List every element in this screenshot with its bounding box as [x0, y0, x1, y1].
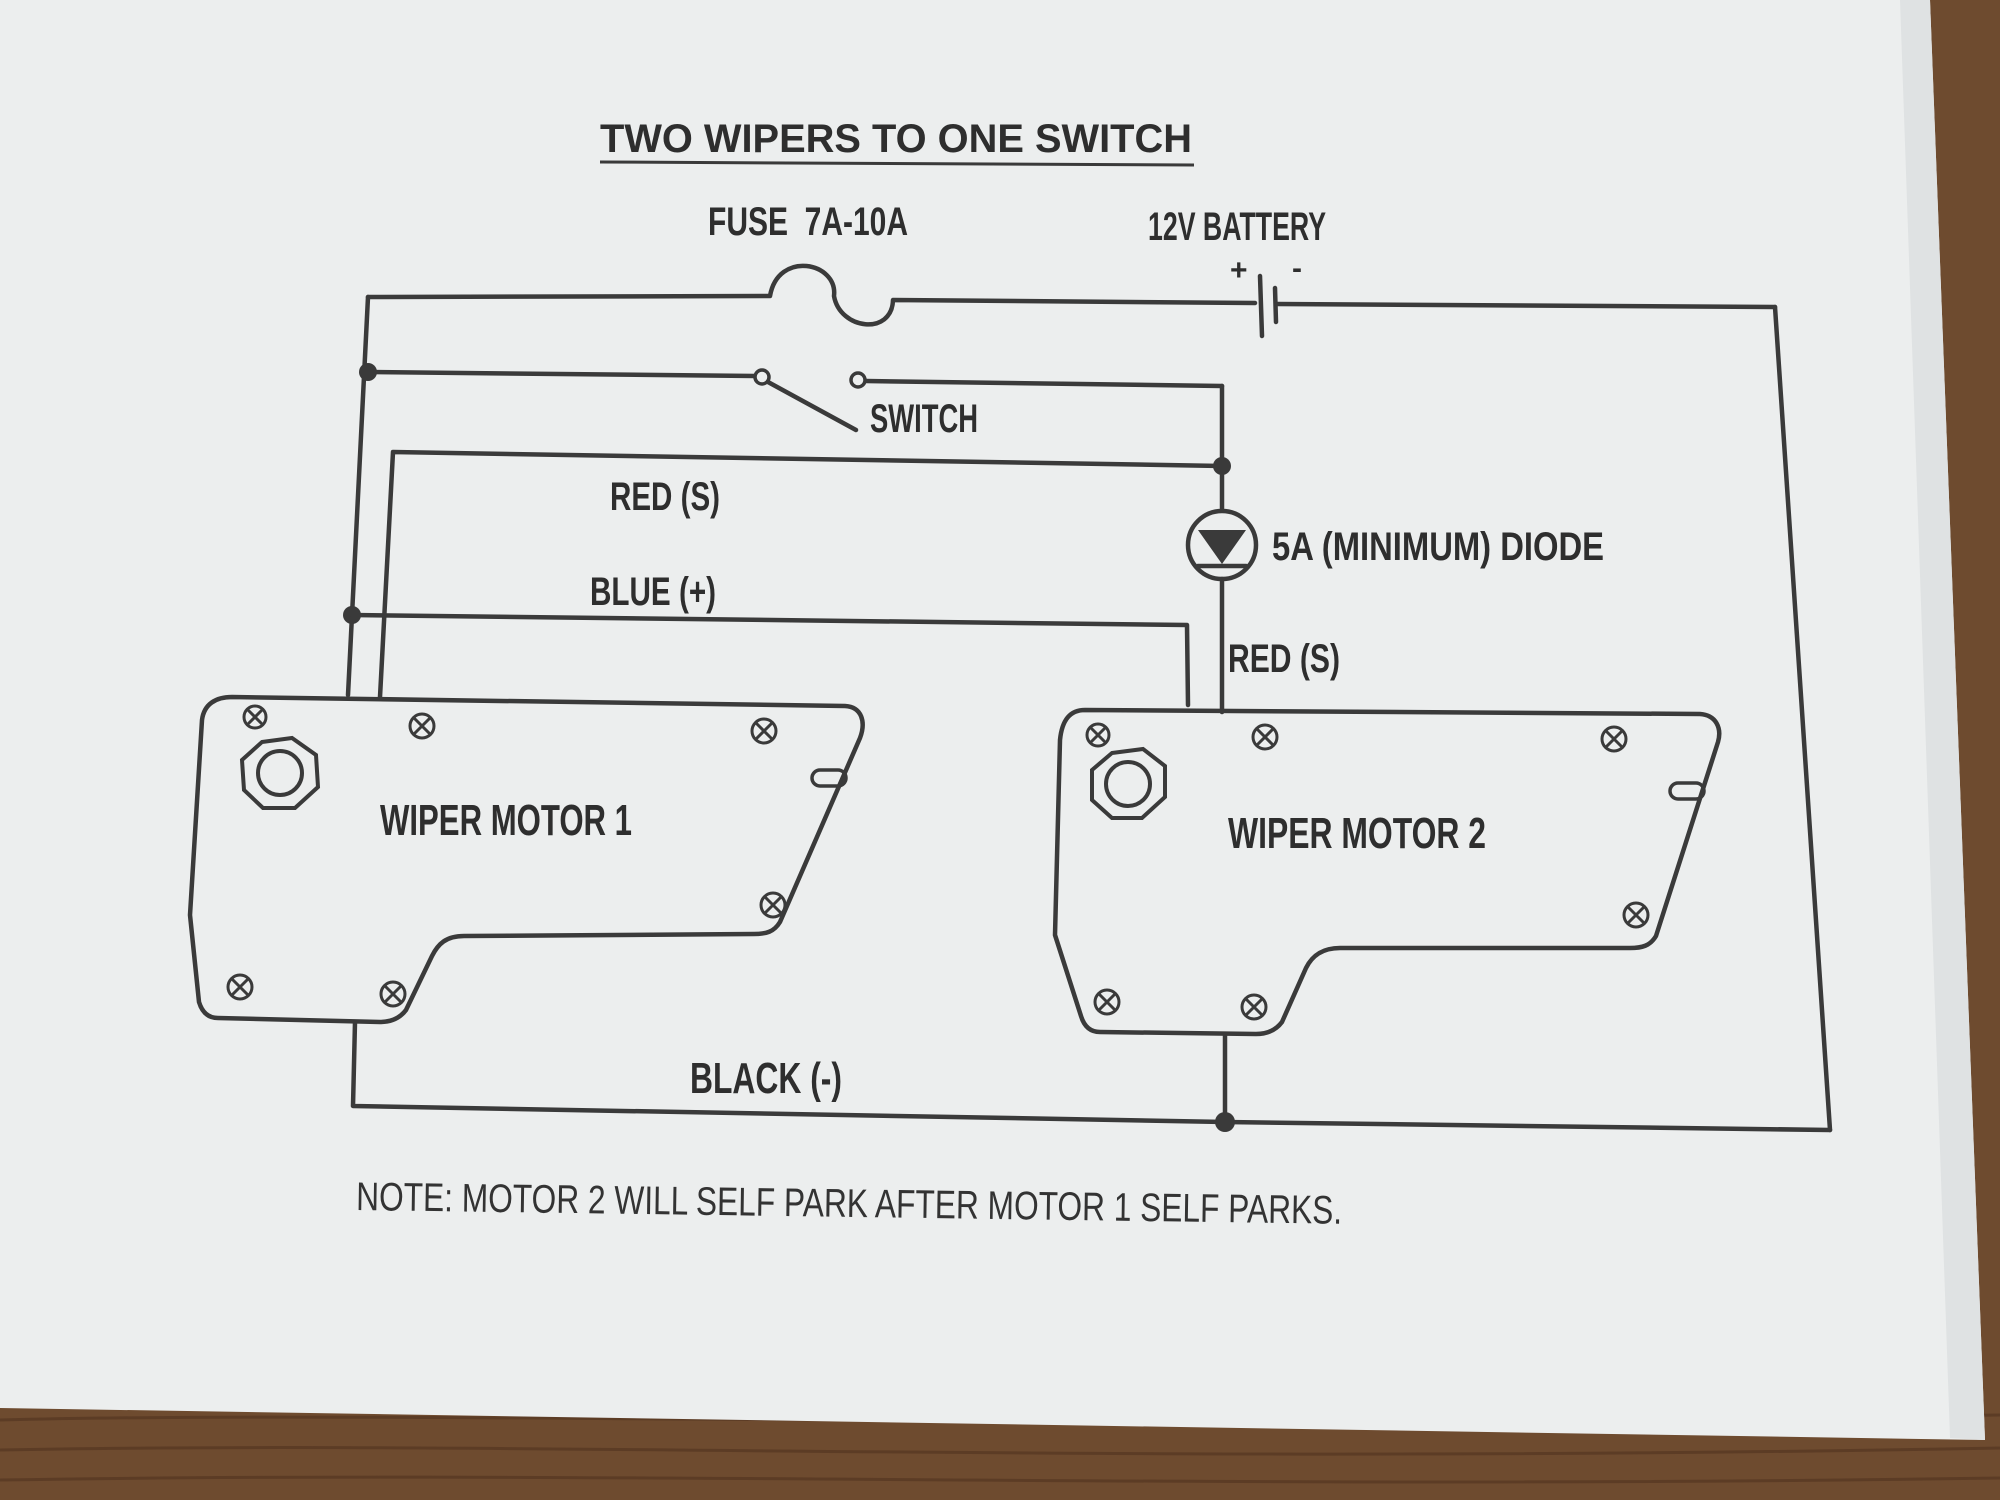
battery-label: 12V BATTERY [1148, 205, 1326, 249]
motor2-shaft-nut [1090, 746, 1167, 820]
switch-symbol [365, 368, 1225, 469]
motor1-slot [810, 768, 848, 788]
diagram-title: TWO WIPERS TO ONE SWITCH [600, 117, 1192, 161]
battery-minus-label: - [1292, 252, 1302, 285]
blue-plus-label: BLUE (+) [590, 570, 716, 614]
battery-plus-label: + [1230, 254, 1248, 287]
paper-shadow [1900, 0, 1985, 1440]
motor1-screw-icons [226, 704, 787, 1008]
red-s-right-label: RED (S) [1228, 637, 1340, 681]
black-minus-label: BLACK (-) [690, 1054, 842, 1103]
motor1-shaft-nut [239, 735, 321, 810]
battery-symbol [1257, 273, 1778, 339]
motor2-slot [1668, 781, 1706, 801]
diode-label: 5A (MINIMUM) DIODE [1272, 525, 1604, 569]
motor2-label: WIPER MOTOR 2 [1228, 809, 1486, 858]
paper-sheet [0, 0, 1985, 1440]
motor1-label: WIPER MOTOR 1 [380, 796, 632, 845]
wiper-motor-1 [187, 694, 865, 1025]
title-underline [599, 160, 1195, 167]
junction-dot-ground [1215, 1112, 1235, 1132]
diode-symbol [1185, 463, 1259, 715]
fuse-label: FUSE 7A-10A [708, 200, 908, 244]
switch-label: SWITCH [870, 397, 978, 441]
blue-plus-wire [349, 612, 1191, 708]
black-ground-wire [350, 1019, 1833, 1133]
wiper-motor-2 [1052, 707, 1722, 1037]
motor2-screw-icons [1085, 722, 1650, 1021]
fuse-symbol [365, 263, 1258, 327]
red-s-top-label: RED (S) [610, 475, 720, 519]
ground-return-wire [1772, 304, 1833, 1133]
left-feed-wire [345, 294, 371, 698]
